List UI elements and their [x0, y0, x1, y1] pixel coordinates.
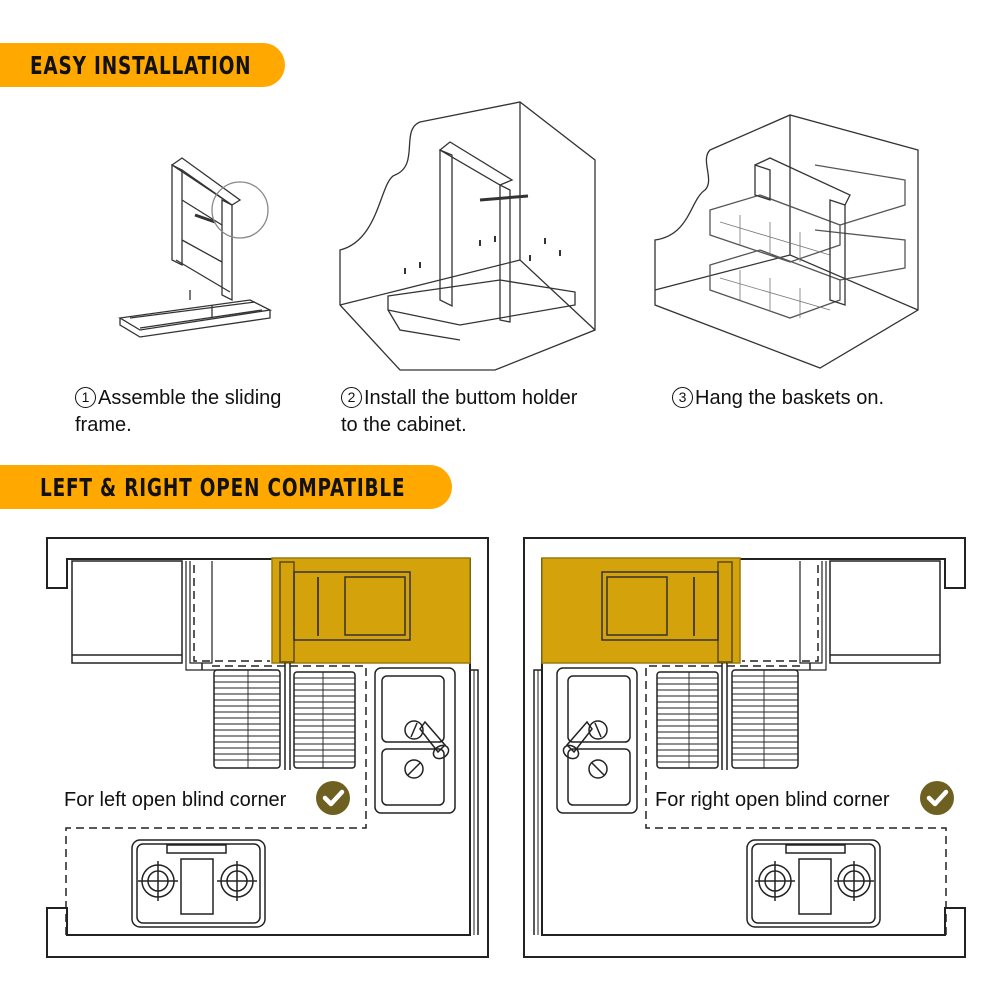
- left-plan-label: For left open blind corner: [64, 789, 287, 811]
- step-text: Install the buttom holder: [364, 387, 578, 409]
- step1-sliding-frame-drawing: [118, 157, 273, 338]
- step-text: to the cabinet.: [341, 414, 467, 436]
- easy-installation-banner: EASY INSTALLATION: [0, 43, 285, 87]
- check-icon: [920, 781, 954, 815]
- step3-hanging-baskets-drawing: [654, 114, 919, 369]
- step-text: frame.: [75, 414, 132, 436]
- step-number-badge: 3: [672, 387, 693, 408]
- step-text: Hang the baskets on.: [695, 387, 885, 409]
- step-number-badge: 1: [75, 387, 96, 408]
- check-icon: [316, 781, 350, 815]
- step2-bottom-holder-drawing: [339, 101, 596, 371]
- left-open-floor-plan: [46, 537, 489, 958]
- section-title: EASY INSTALLATION: [30, 50, 252, 80]
- right-plan-label: For right open blind corner: [655, 789, 890, 811]
- section-title: LEFT & RIGHT OPEN COMPATIBLE: [40, 472, 406, 502]
- right-open-floor-plan: [523, 537, 966, 958]
- step-number-badge: 2: [341, 387, 362, 408]
- installation-illustrations: [118, 101, 919, 371]
- step-text: Assemble the sliding: [98, 387, 282, 409]
- compatible-banner: LEFT & RIGHT OPEN COMPATIBLE: [0, 465, 452, 509]
